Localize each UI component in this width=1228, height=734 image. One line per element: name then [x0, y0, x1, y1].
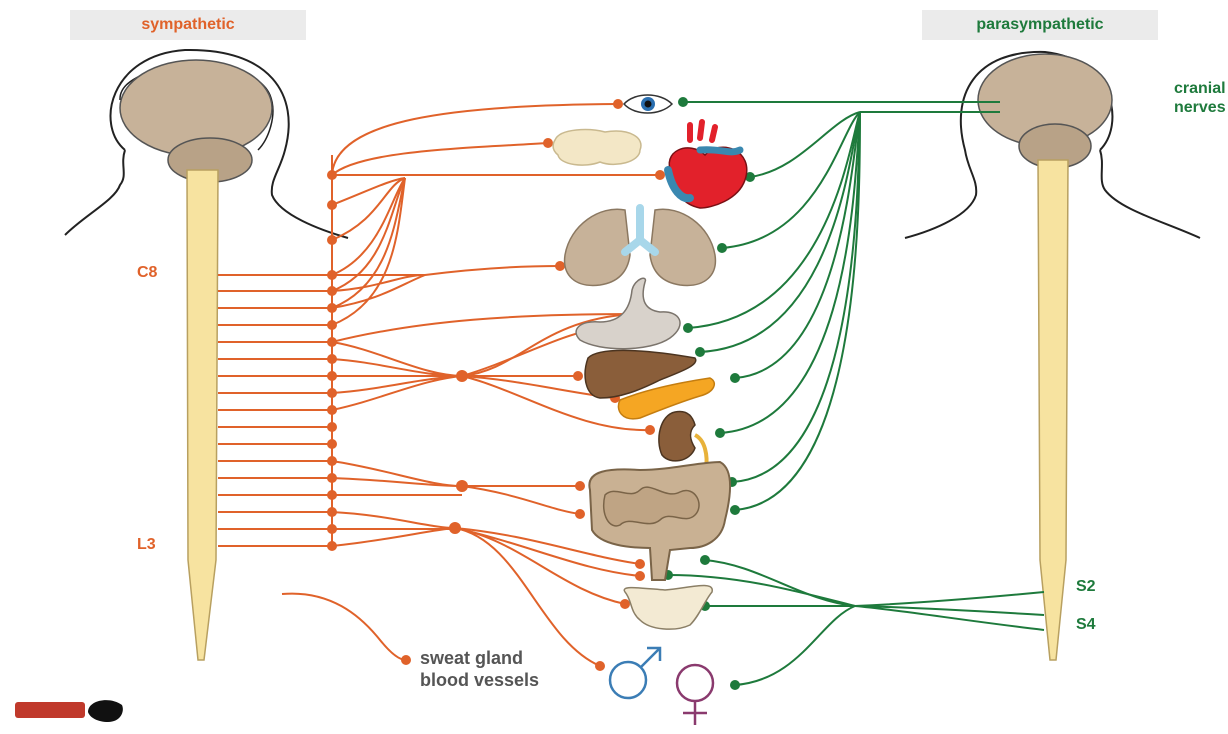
nerve-to-lungs-3: [332, 275, 425, 308]
heart-icon: [668, 122, 747, 208]
sacral-genitals: [735, 606, 855, 685]
nerve-sweat-gland: [282, 594, 406, 660]
right-figure: [905, 52, 1200, 660]
s2-label: S2: [1076, 578, 1096, 596]
segment-nerves: [218, 275, 332, 546]
lungs-icon: [565, 208, 716, 285]
left-spinal-cord: [187, 170, 218, 660]
kidney-icon: [659, 412, 707, 470]
eye-icon: [624, 95, 672, 113]
right-spinal-cord: [1038, 160, 1068, 660]
cranial-nerves-label-line1: cranial: [1174, 80, 1226, 98]
right-body-outline-jaw: [1100, 150, 1200, 238]
bladder-icon: [624, 586, 712, 630]
nerve-to-lacrimal: [332, 143, 548, 175]
sacral-trunk: [855, 592, 1044, 630]
nerve-celiac-stomach-2: [462, 330, 592, 376]
male-symbol-icon: [610, 648, 660, 698]
cranial-nerves-label-line2: nerves: [1174, 99, 1226, 117]
nerve-to-img: [332, 512, 455, 546]
nerve-to-smg: [332, 461, 462, 495]
lacrimal-gland-icon: [553, 130, 641, 165]
female-symbol-icon: [677, 665, 713, 725]
l3-label: L3: [137, 536, 156, 554]
left-body-outline-jaw: [65, 150, 125, 235]
c8-label: C8: [137, 264, 157, 282]
vagus-stomach: [688, 112, 860, 328]
parasympathetic-header: parasympathetic: [922, 10, 1158, 40]
left-figure: [65, 50, 348, 660]
vagus-heart: [750, 112, 860, 177]
vagus-intestine-2: [735, 112, 860, 510]
s4-label: S4: [1076, 616, 1096, 634]
nerve-smg-intestine-2: [462, 486, 580, 514]
sacral-colon: [705, 560, 855, 606]
sympathetic-header: sympathetic: [70, 10, 306, 40]
blood-vessels-label: blood vessels: [420, 670, 539, 691]
sweat-gland-label: sweat gland: [420, 648, 523, 669]
nerve-to-celiac: [332, 342, 462, 410]
watermark-logo: [15, 700, 123, 722]
